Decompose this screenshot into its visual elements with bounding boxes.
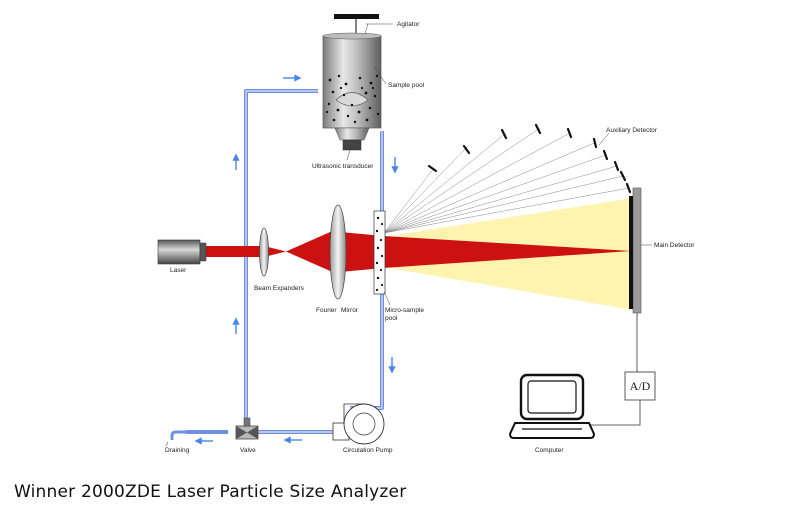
label-ultrasonic-transducer: Ultrasonic transducer: [312, 163, 374, 170]
arrow-left-1: [283, 436, 302, 444]
arrow-up-1: [232, 153, 240, 170]
fourier-lens: [329, 204, 347, 300]
sample-pool: [322, 32, 387, 129]
label-computer: Computer: [535, 447, 564, 454]
circulation-pump: [332, 403, 385, 445]
arrow-right-top: [283, 74, 302, 82]
micro-sample-pool: [373, 210, 391, 306]
label-fourier: Fourier: [316, 307, 337, 314]
arrow-up-2: [232, 317, 240, 334]
computer: [508, 373, 596, 439]
ad-label: A/D: [630, 379, 651, 393]
auxiliary-detector: [383, 123, 632, 234]
beam-expander-lens: [259, 227, 269, 277]
label-auxiliary-detector: Auxiliary Detector: [606, 127, 658, 134]
ad-converter: A/D: [588, 371, 656, 426]
valve: [235, 417, 259, 440]
arrow-left-2: [194, 437, 213, 445]
label-mirror: Mirror: [341, 307, 359, 314]
label-main-detector: Main Detector: [654, 242, 695, 249]
caption: Winner 2000ZDE Laser Particle Size Analy…: [14, 482, 407, 502]
flow-arrows: [194, 74, 399, 445]
label-beam-expanders: Beam Expanders: [254, 285, 305, 292]
draining-outlet: [165, 430, 186, 447]
label-circulation-pump: Circulation Pump: [343, 447, 393, 454]
label-micro-sample-pool: pool: [385, 315, 398, 322]
main-detector: [629, 187, 652, 372]
label-laser: Laser: [170, 267, 187, 274]
laser-beam: [206, 229, 631, 274]
sample-particles: [325, 74, 380, 124]
label-draining: Draining: [165, 447, 190, 454]
ultrasonic-transducer: [334, 127, 370, 161]
label-micro-sample: Micro-sample: [385, 307, 424, 314]
laser-source: [157, 239, 207, 265]
label-agitator: Agitator: [397, 21, 420, 28]
arrow-down-2: [388, 357, 396, 374]
label-sample-pool: Sample pool: [388, 82, 425, 89]
label-valve: Valve: [240, 447, 256, 454]
arrow-down-1: [391, 157, 399, 174]
